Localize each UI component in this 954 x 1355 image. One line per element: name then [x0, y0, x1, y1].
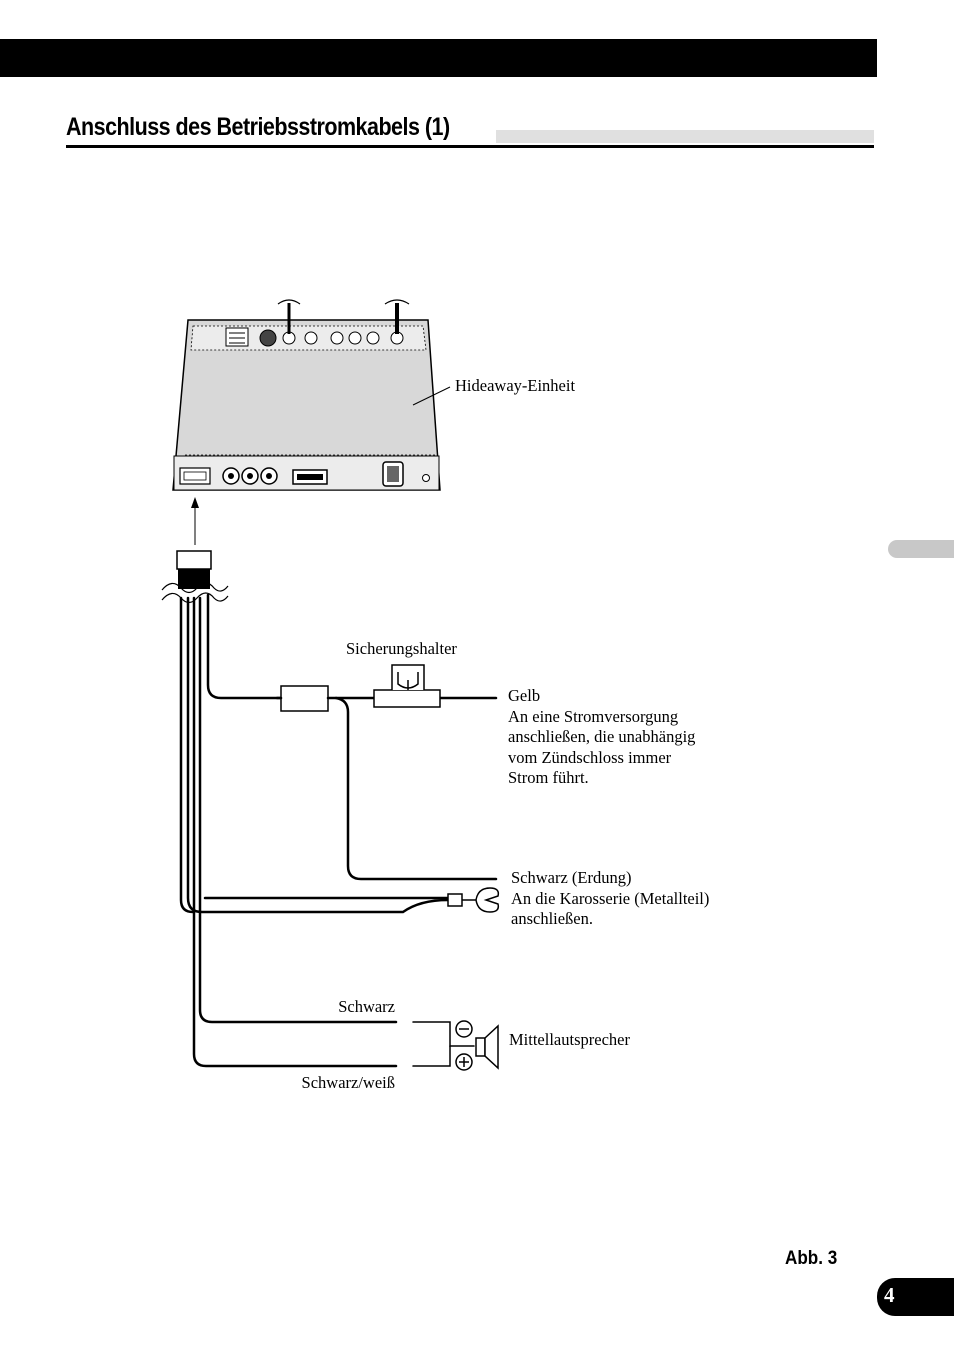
yellow-wire-note: Gelb An eine Stromversorgung anschließen…	[508, 686, 695, 789]
heading-underline	[66, 145, 874, 148]
fuse-holder	[373, 664, 441, 708]
ground-wire-line: anschließen.	[511, 909, 594, 928]
heading-accent-bar	[496, 130, 874, 143]
page-title: Anschluss des Betriebsstromkabels (1)	[66, 113, 450, 141]
ground-wire-color: Schwarz (Erdung)	[511, 868, 632, 887]
yellow-wire-line: anschließen, die unabhängig	[508, 727, 696, 746]
page-number-box	[877, 1278, 954, 1316]
hideaway-unit	[172, 299, 441, 491]
speaker-label: Mittellautsprecher	[509, 1030, 630, 1049]
fuse-holder-label: Sicherungshalter	[346, 639, 457, 658]
hideaway-unit-label: Hideaway-Einheit	[455, 376, 576, 395]
speaker-wire-black-label: Schwarz	[338, 997, 395, 1016]
wire-bundle	[179, 593, 498, 1068]
speaker-icon	[455, 1020, 499, 1071]
yellow-wire-line: vom Zündschloss immer	[508, 747, 672, 767]
ground-wire-note: Schwarz (Erdung) An die Karosserie (Meta…	[511, 868, 709, 930]
yellow-wire-line: An eine Stromversorgung	[508, 706, 679, 726]
yellow-wire-color: Gelb	[508, 686, 541, 705]
section-tab	[888, 540, 954, 558]
ground-wire-line: An die Karosserie (Metallteil)	[511, 888, 710, 908]
top-black-bar	[0, 39, 877, 77]
yellow-wire-line: Strom führt.	[508, 768, 589, 787]
speaker-wire-black-white-label: Schwarz/weiß	[301, 1073, 395, 1092]
page-number: 4	[884, 1283, 895, 1307]
figure-label: Abb. 3	[785, 1248, 838, 1269]
